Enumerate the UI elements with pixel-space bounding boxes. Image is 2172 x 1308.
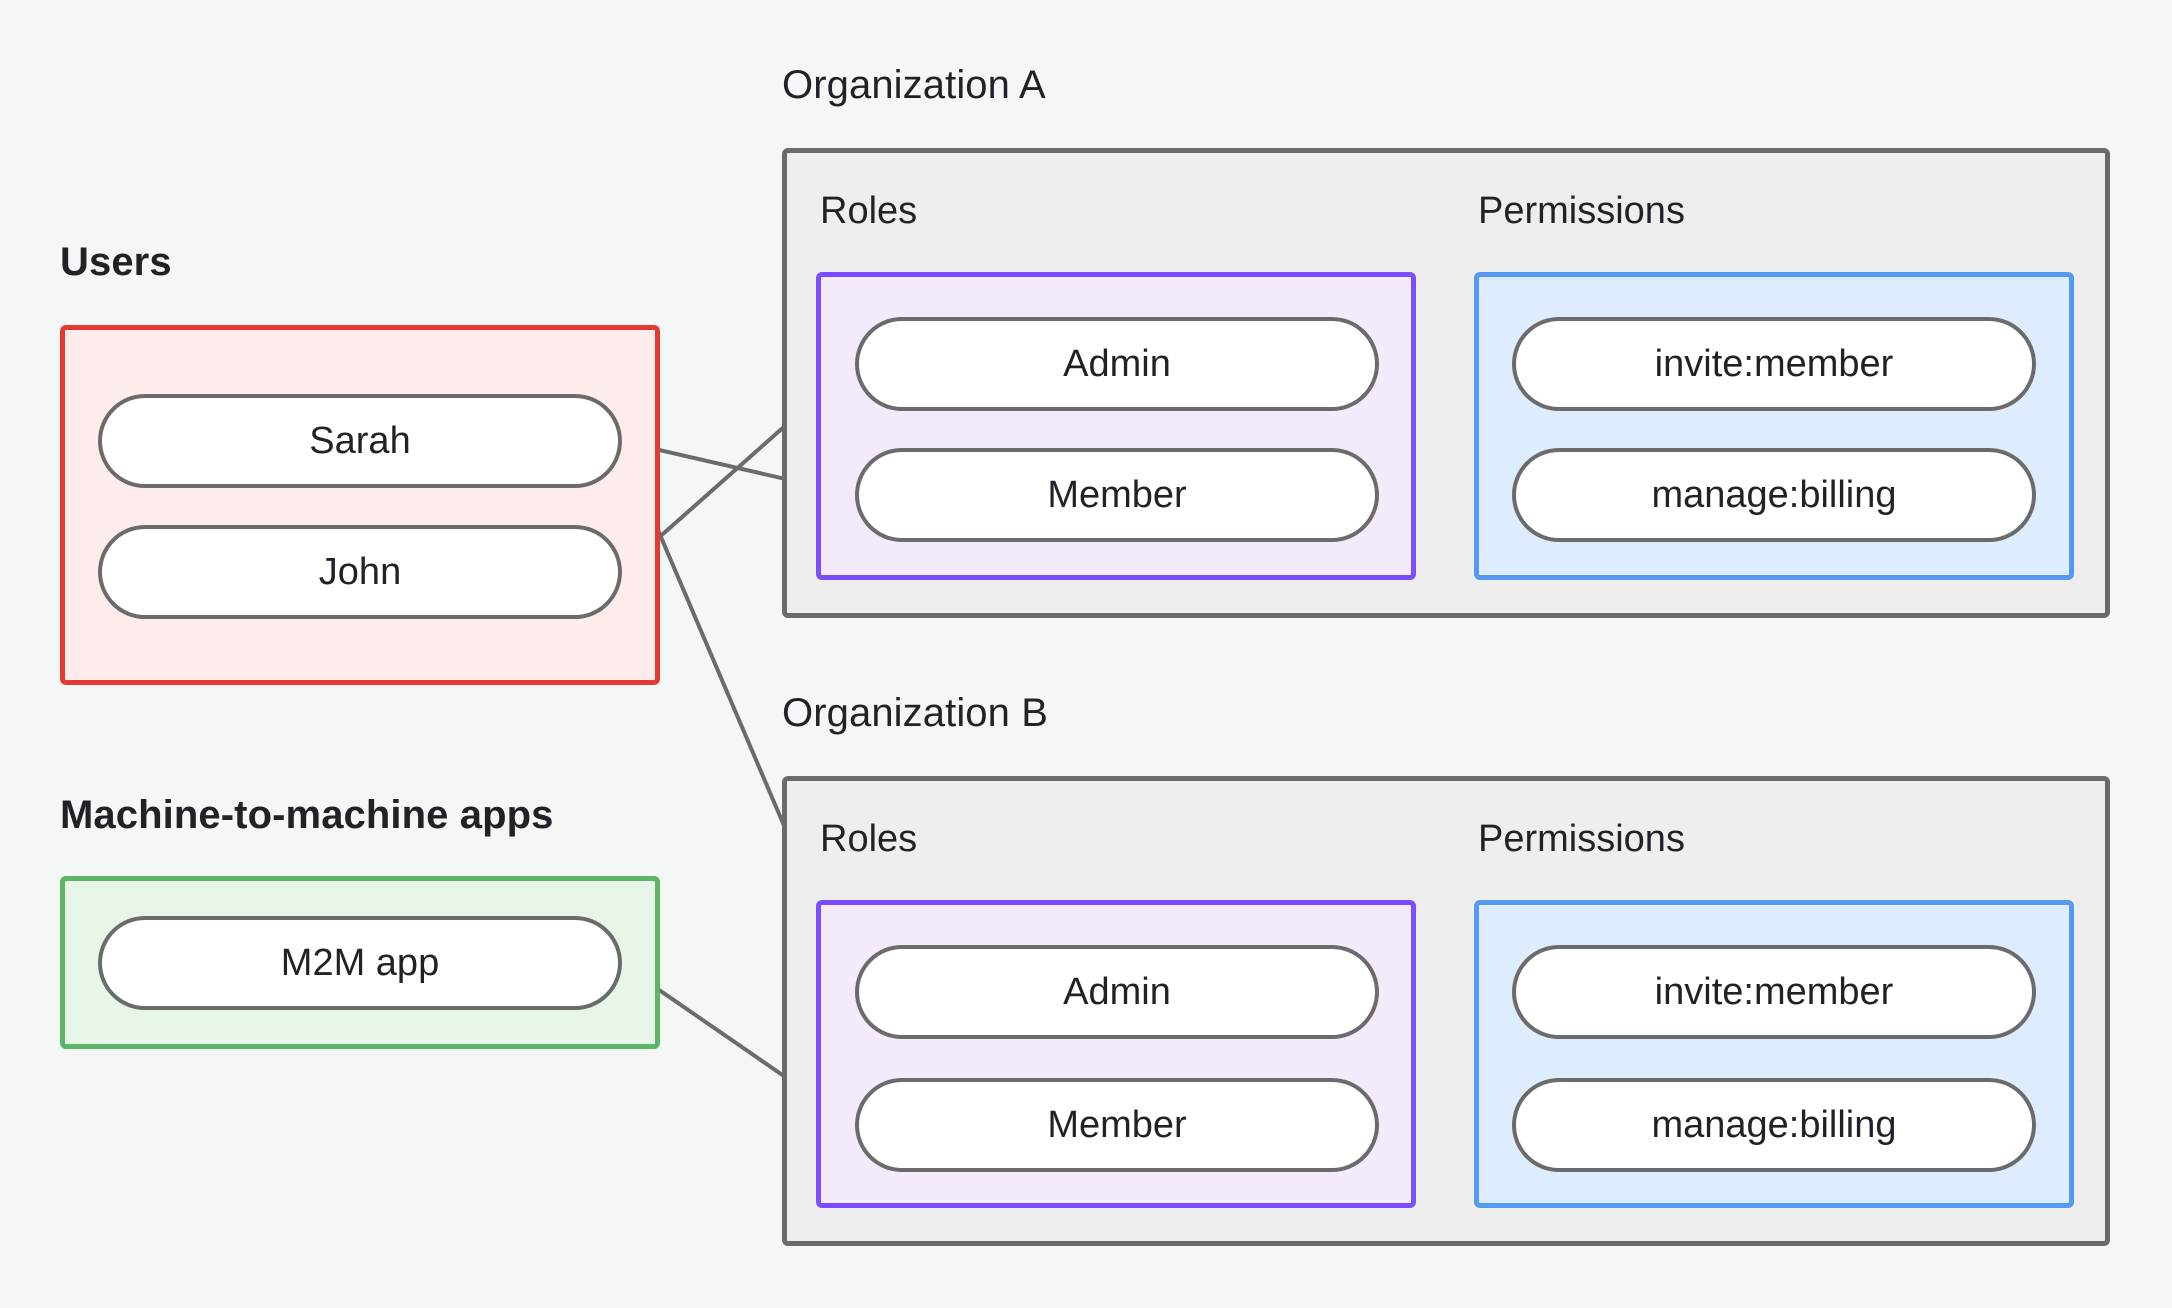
users-caption: Users [60,240,172,284]
organization-b-roles-label: Roles [820,818,918,860]
m2m-node-app[interactable]: M2M app [98,916,622,1010]
users-group-box [60,325,660,685]
organization-b-permissions-label: Permissions [1478,818,1685,860]
organization-a-role-admin[interactable]: Admin [855,317,1379,411]
user-node-john[interactable]: John [98,525,622,619]
organization-a-permissions-label: Permissions [1478,190,1685,232]
organization-b-permission-invite-member[interactable]: invite:member [1512,945,2036,1039]
organization-b-role-member[interactable]: Member [855,1078,1379,1172]
organization-b-role-admin[interactable]: Admin [855,945,1379,1039]
organization-a-permission-invite-member[interactable]: invite:member [1512,317,2036,411]
organization-a-caption: Organization A [782,63,1046,107]
user-node-sarah[interactable]: Sarah [98,394,622,488]
organization-a-role-member[interactable]: Member [855,448,1379,542]
organization-b-caption: Organization B [782,691,1048,735]
organization-a-roles-label: Roles [820,190,918,232]
organization-a-permission-manage-billing[interactable]: manage:billing [1512,448,2036,542]
m2m-caption: Machine-to-machine apps [60,793,554,837]
organization-b-permission-manage-billing[interactable]: manage:billing [1512,1078,2036,1172]
